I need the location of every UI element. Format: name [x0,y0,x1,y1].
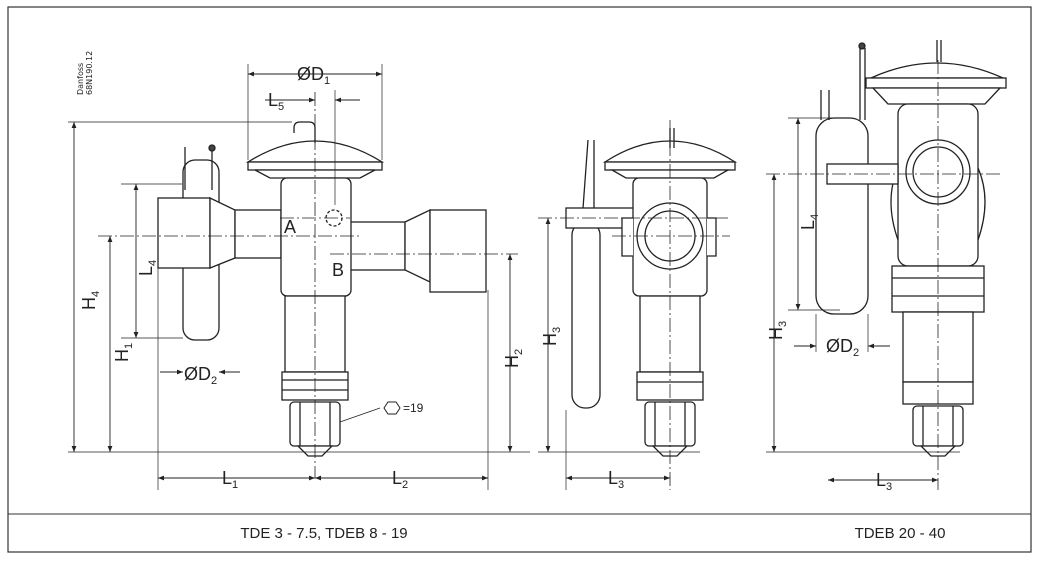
hex-size-label: =19 [403,401,424,415]
extension-lines-left [68,64,530,490]
hexagon-icon [383,401,401,415]
dim-l5: L5 [268,90,284,113]
dimension-lines-right [771,118,938,483]
dim-d2-left: ØD2 [184,364,217,387]
dim-h2: H2 [502,349,525,368]
valve-left-view [157,121,487,457]
dim-h3-right: H3 [766,321,789,340]
dim-h4: H4 [79,291,102,310]
dim-l4-left: L4 [136,260,159,276]
inlet-pipe-a [157,197,211,269]
port-b-label: B [332,260,344,280]
dim-l3-middle: L3 [608,468,624,491]
diaphragm-head-left [245,140,385,163]
caption-right: TDEB 20 - 40 [855,525,946,542]
dim-l1: L1 [222,468,238,491]
centerlines-left [98,92,518,478]
diaphragm-head-right [870,62,1004,79]
reference-code: Danfoss 68N190.12 [76,51,94,95]
bulb-middle [571,221,601,409]
outlet-pipe-b [349,221,406,271]
reference-code-number: 68N190.12 [85,51,94,95]
hex-symbol-note: =19 [339,401,424,423]
port-a-label: A [284,217,296,237]
dim-l4-right: L4 [798,214,821,230]
dim-d1: ØD1 [297,64,330,87]
valve-middle-view [565,128,738,457]
centerlines-middle [538,120,730,490]
dimension-lines-left [71,71,513,481]
dim-d2-right: ØD2 [826,336,859,359]
centerlines-right [766,60,1000,490]
caption-left: TDE 3 - 7.5, TDEB 8 - 19 [240,525,407,542]
dim-l2: L2 [392,468,408,491]
dimension-lines-middle [545,218,670,481]
dim-h1: H1 [112,343,135,362]
reference-brand: Danfoss [76,63,85,95]
dim-h3-middle: H3 [540,327,563,346]
bulb-right [815,117,869,315]
dim-l3-right: L3 [876,470,892,493]
